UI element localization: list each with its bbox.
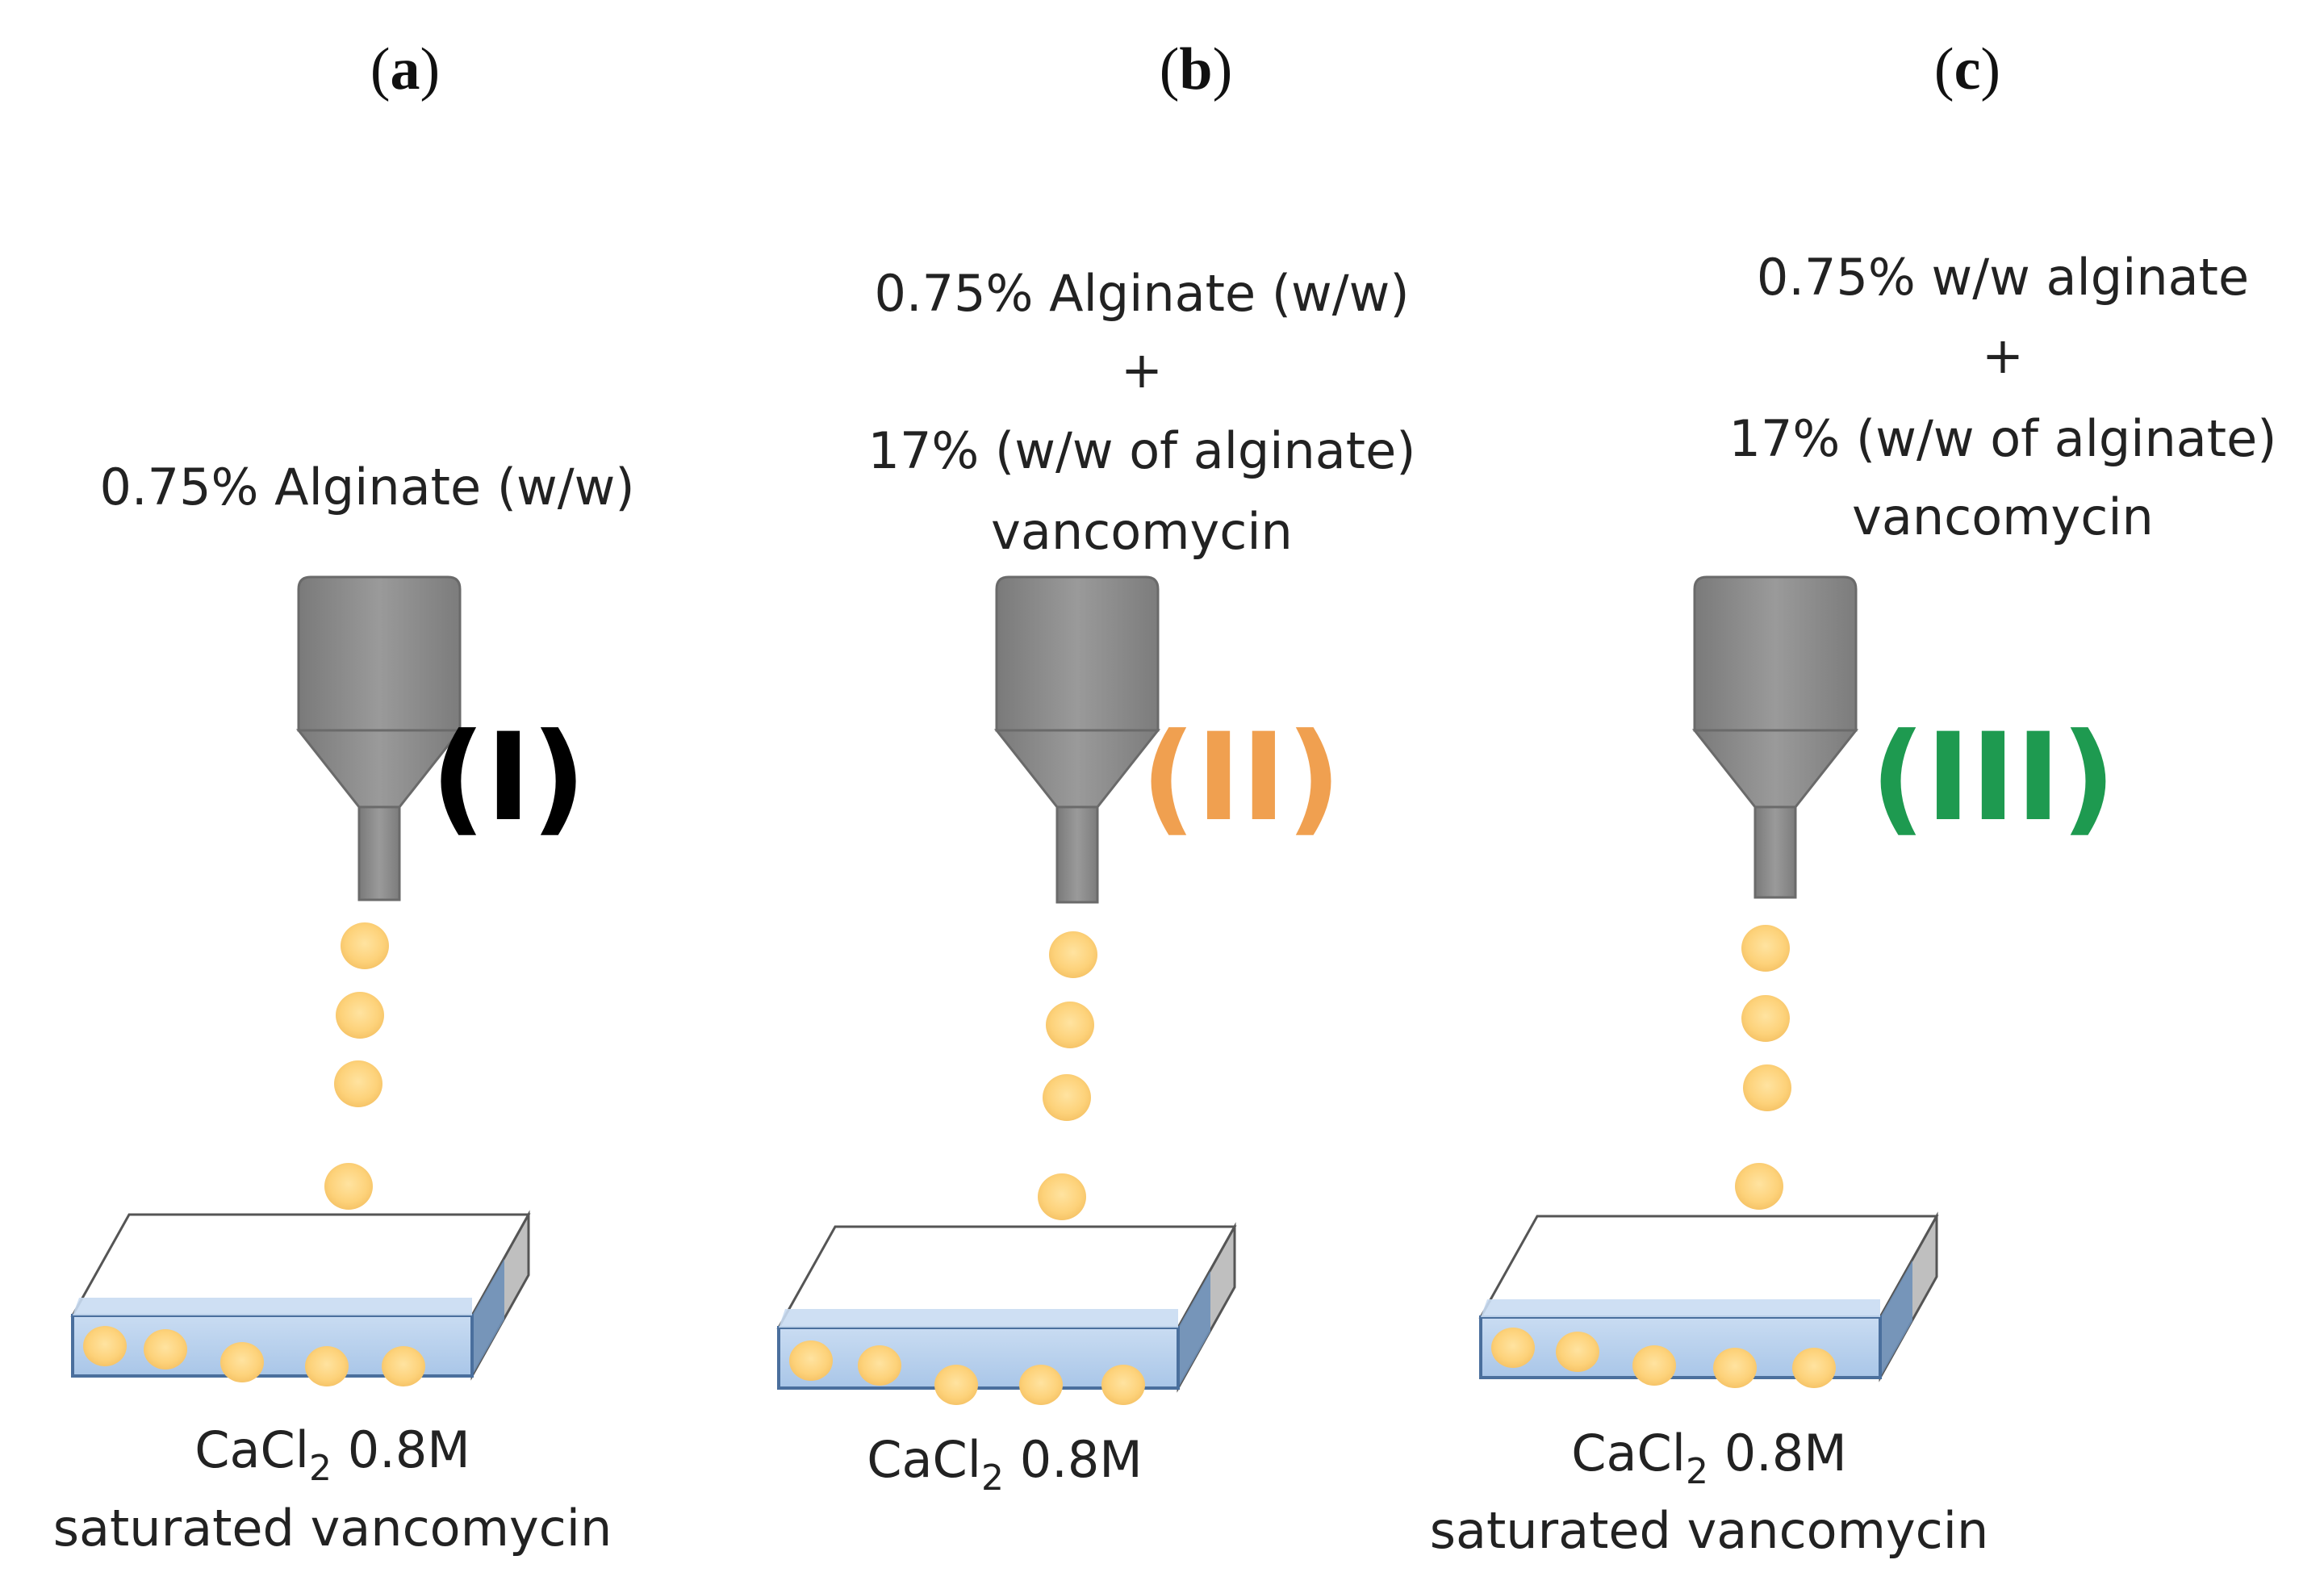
- solution-line2-b: +: [1121, 341, 1163, 399]
- roman-label-b: (II): [1141, 708, 1342, 848]
- calcium-bath-a: [70, 1210, 531, 1386]
- solution-line3-b: 17% (w/w of alginate): [868, 421, 1416, 480]
- panel-a: (a) 0.75% Alginate (w/w) (I): [53, 36, 635, 1558]
- nozzle-b: [993, 575, 1161, 904]
- calcium-bath-b: [776, 1222, 1237, 1405]
- solution-line4-b: vancomycin: [991, 502, 1293, 561]
- panel-b: (b) 0.75% Alginate (w/w) + 17% (w/w of a…: [776, 36, 1416, 1499]
- panel-c: (c) 0.75% w/w alginate + 17% (w/w of alg…: [1430, 36, 2277, 1560]
- solution-line1-b: 0.75% Alginate (w/w): [874, 264, 1409, 323]
- solution-line4-c: vancomycin: [1852, 487, 2154, 546]
- bath-label-c: CaCl2 0.8M: [1571, 1424, 1847, 1492]
- solution-line1-c: 0.75% w/w alginate: [1757, 248, 2249, 307]
- bath-sublabel-a: saturated vancomycin: [53, 1499, 612, 1558]
- nozzle-c: [1691, 575, 1859, 899]
- nozzle-a: [295, 575, 463, 901]
- bath-label-a: CaCl2 0.8M: [194, 1420, 470, 1489]
- solution-line2-c: +: [1982, 326, 2024, 385]
- solution-line3-c: 17% (w/w of alginate): [1729, 409, 2277, 468]
- calcium-bath-c: [1478, 1211, 1939, 1388]
- roman-label-a: (I): [431, 708, 587, 848]
- bath-label-b: CaCl2 0.8M: [867, 1430, 1143, 1499]
- bath-sublabel-c: saturated vancomycin: [1430, 1501, 1989, 1560]
- roman-label-c: (III): [1870, 708, 2117, 848]
- panel-label-b: (b): [1160, 36, 1232, 102]
- panel-label-c: (c): [1934, 36, 2000, 102]
- solution-label-a: 0.75% Alginate (w/w): [99, 458, 634, 516]
- panel-label-a: (a): [370, 36, 440, 102]
